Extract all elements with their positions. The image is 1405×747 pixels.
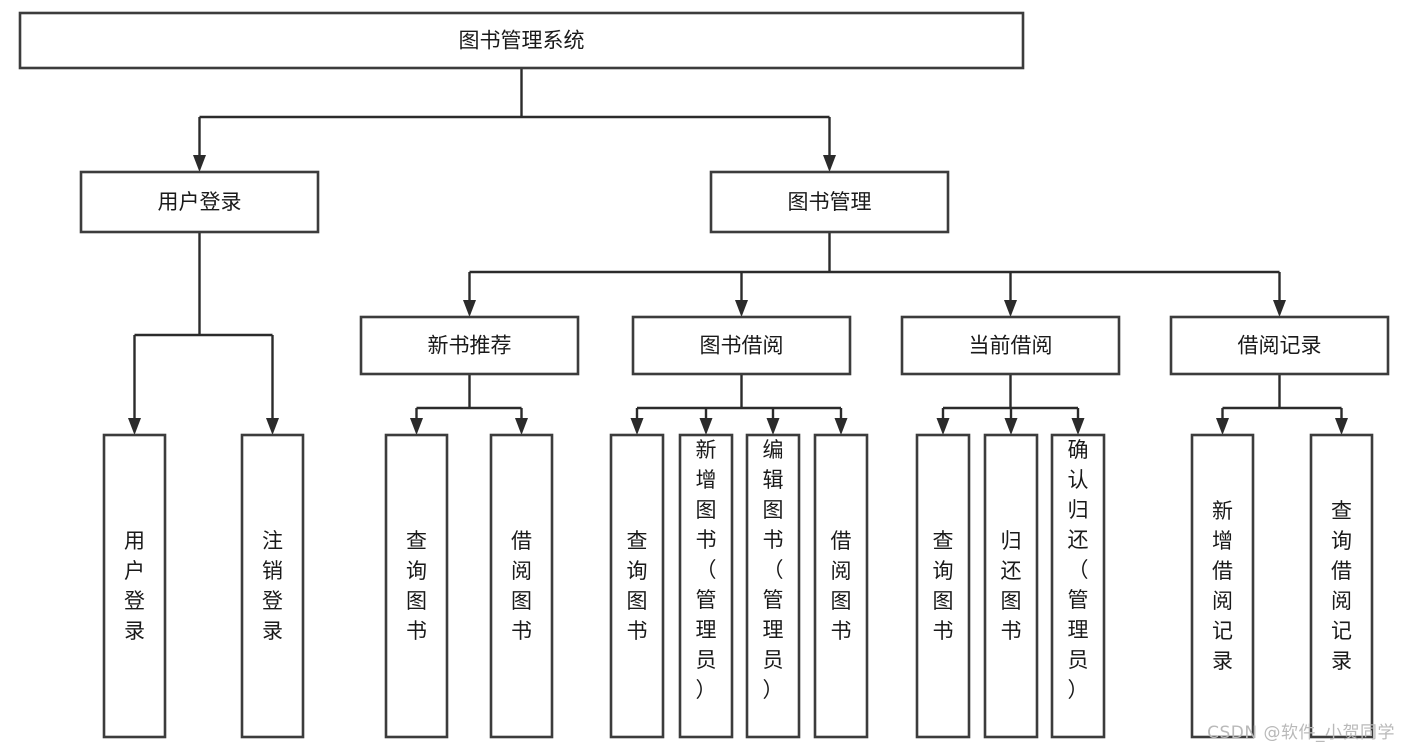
node-box-leaf-user-login[interactable] <box>102 433 167 739</box>
node-box-book-borrow[interactable] <box>631 315 852 376</box>
node-box-root[interactable] <box>18 11 1025 70</box>
node-label-leaf-user-login: 用户登录 <box>124 529 145 643</box>
arrow-head-icon <box>823 155 836 172</box>
node-box-leaf-borrow-book-br[interactable] <box>813 433 869 739</box>
node-label-leaf-logout: 注销登录 <box>262 529 283 643</box>
node-leaf-query-book-cb[interactable]: 查询图书 <box>915 433 971 739</box>
node-label-leaf-borrow-book-rec: 借阅图书 <box>511 529 532 643</box>
arrow-head-icon <box>1004 300 1017 317</box>
connector-layer <box>128 68 1348 435</box>
arrow-head-icon <box>936 418 950 435</box>
arrow-head-icon <box>1071 418 1085 435</box>
node-borrow-record[interactable]: 借阅记录 <box>1169 315 1390 376</box>
node-label-leaf-confirm-return: 确认归还（管理员） <box>1068 438 1089 702</box>
node-book-borrow[interactable]: 图书借阅 <box>631 315 852 376</box>
node-box-new-book-rec[interactable] <box>359 315 580 376</box>
node-box-leaf-query-book-rec[interactable] <box>384 433 449 739</box>
node-book-manage[interactable]: 图书管理 <box>709 170 950 234</box>
node-label-leaf-add-record: 新增借阅记录 <box>1212 499 1233 673</box>
node-leaf-confirm-return[interactable]: 确认归还（管理员） <box>1050 433 1106 739</box>
arrow-head-icon <box>128 418 141 435</box>
arrow-head-icon <box>1335 418 1348 435</box>
node-leaf-user-login[interactable]: 用户登录 <box>102 433 167 739</box>
arrow-head-icon <box>193 155 206 172</box>
arrow-head-icon <box>699 418 713 435</box>
node-box-leaf-return-book[interactable] <box>983 433 1039 739</box>
node-box-leaf-query-book-cb[interactable] <box>915 433 971 739</box>
node-label-leaf-query-record: 查询借阅记录 <box>1331 499 1352 673</box>
node-user-login[interactable]: 用户登录 <box>79 170 320 234</box>
connector-book-manage <box>463 232 1286 317</box>
arrow-head-icon <box>1273 300 1286 317</box>
node-label-new-book-rec: 新书推荐 <box>428 334 512 358</box>
node-current-borrow[interactable]: 当前借阅 <box>900 315 1121 376</box>
connector-new-book-rec <box>410 374 528 435</box>
node-label-leaf-add-book: 新增图书（管理员） <box>696 438 717 702</box>
node-label-book-manage: 图书管理 <box>788 190 872 214</box>
node-leaf-borrow-book-br[interactable]: 借阅图书 <box>813 433 869 739</box>
node-label-book-borrow: 图书借阅 <box>700 334 784 358</box>
node-label-leaf-edit-book: 编辑图书（管理员） <box>763 438 784 702</box>
node-box-borrow-record[interactable] <box>1169 315 1390 376</box>
arrow-head-icon <box>463 300 476 317</box>
arrow-head-icon <box>630 418 644 435</box>
node-label-leaf-query-book-rec: 查询图书 <box>406 529 427 643</box>
arrow-head-icon <box>834 418 848 435</box>
node-leaf-add-record[interactable]: 新增借阅记录 <box>1190 433 1255 739</box>
connector-book-borrow <box>630 374 848 435</box>
node-leaf-edit-book[interactable]: 编辑图书（管理员） <box>745 433 801 739</box>
node-box-user-login[interactable] <box>79 170 320 234</box>
node-label-current-borrow: 当前借阅 <box>969 334 1053 358</box>
node-label-leaf-query-book-br: 查询图书 <box>627 529 648 643</box>
node-new-book-rec[interactable]: 新书推荐 <box>359 315 580 376</box>
arrow-head-icon <box>735 300 748 317</box>
node-box-leaf-add-book[interactable] <box>678 433 734 739</box>
node-label-user-login: 用户登录 <box>158 190 242 214</box>
arrow-head-icon <box>1004 418 1018 435</box>
node-box-book-manage[interactable] <box>709 170 950 234</box>
node-box-leaf-query-book-br[interactable] <box>609 433 665 739</box>
node-label-root: 图书管理系统 <box>459 29 585 53</box>
arrow-head-icon <box>515 418 528 435</box>
node-leaf-query-record[interactable]: 查询借阅记录 <box>1309 433 1374 739</box>
node-box-leaf-confirm-return[interactable] <box>1050 433 1106 739</box>
node-leaf-add-book[interactable]: 新增图书（管理员） <box>678 433 734 739</box>
watermark-label: CSDN @软件_小贺同学 <box>1207 723 1395 743</box>
node-box-leaf-query-record[interactable] <box>1309 433 1374 739</box>
arrow-head-icon <box>266 418 279 435</box>
node-leaf-query-book-rec[interactable]: 查询图书 <box>384 433 449 739</box>
node-box-leaf-borrow-book-rec[interactable] <box>489 433 554 739</box>
connector-current-borrow <box>936 374 1085 435</box>
node-leaf-return-book[interactable]: 归还图书 <box>983 433 1039 739</box>
node-label-leaf-return-book: 归还图书 <box>1001 529 1022 643</box>
node-label-borrow-record: 借阅记录 <box>1238 334 1322 358</box>
node-box-leaf-edit-book[interactable] <box>745 433 801 739</box>
arrow-head-icon <box>1216 418 1229 435</box>
connector-borrow-record <box>1216 374 1348 435</box>
node-leaf-query-book-br[interactable]: 查询图书 <box>609 433 665 739</box>
node-box-current-borrow[interactable] <box>900 315 1121 376</box>
node-label-leaf-borrow-book-br: 借阅图书 <box>831 529 852 643</box>
node-box-leaf-logout[interactable] <box>240 433 305 739</box>
node-leaf-borrow-book-rec[interactable]: 借阅图书 <box>489 433 554 739</box>
connector-user-login <box>128 232 279 435</box>
connector-root <box>193 68 836 172</box>
node-box-leaf-add-record[interactable] <box>1190 433 1255 739</box>
node-layer: 图书管理系统用户登录图书管理新书推荐图书借阅当前借阅借阅记录用户登录注销登录查询… <box>18 11 1390 739</box>
node-label-leaf-query-book-cb: 查询图书 <box>933 529 954 643</box>
node-leaf-logout[interactable]: 注销登录 <box>240 433 305 739</box>
node-root[interactable]: 图书管理系统 <box>18 11 1025 70</box>
arrow-head-icon <box>766 418 780 435</box>
arrow-head-icon <box>410 418 423 435</box>
